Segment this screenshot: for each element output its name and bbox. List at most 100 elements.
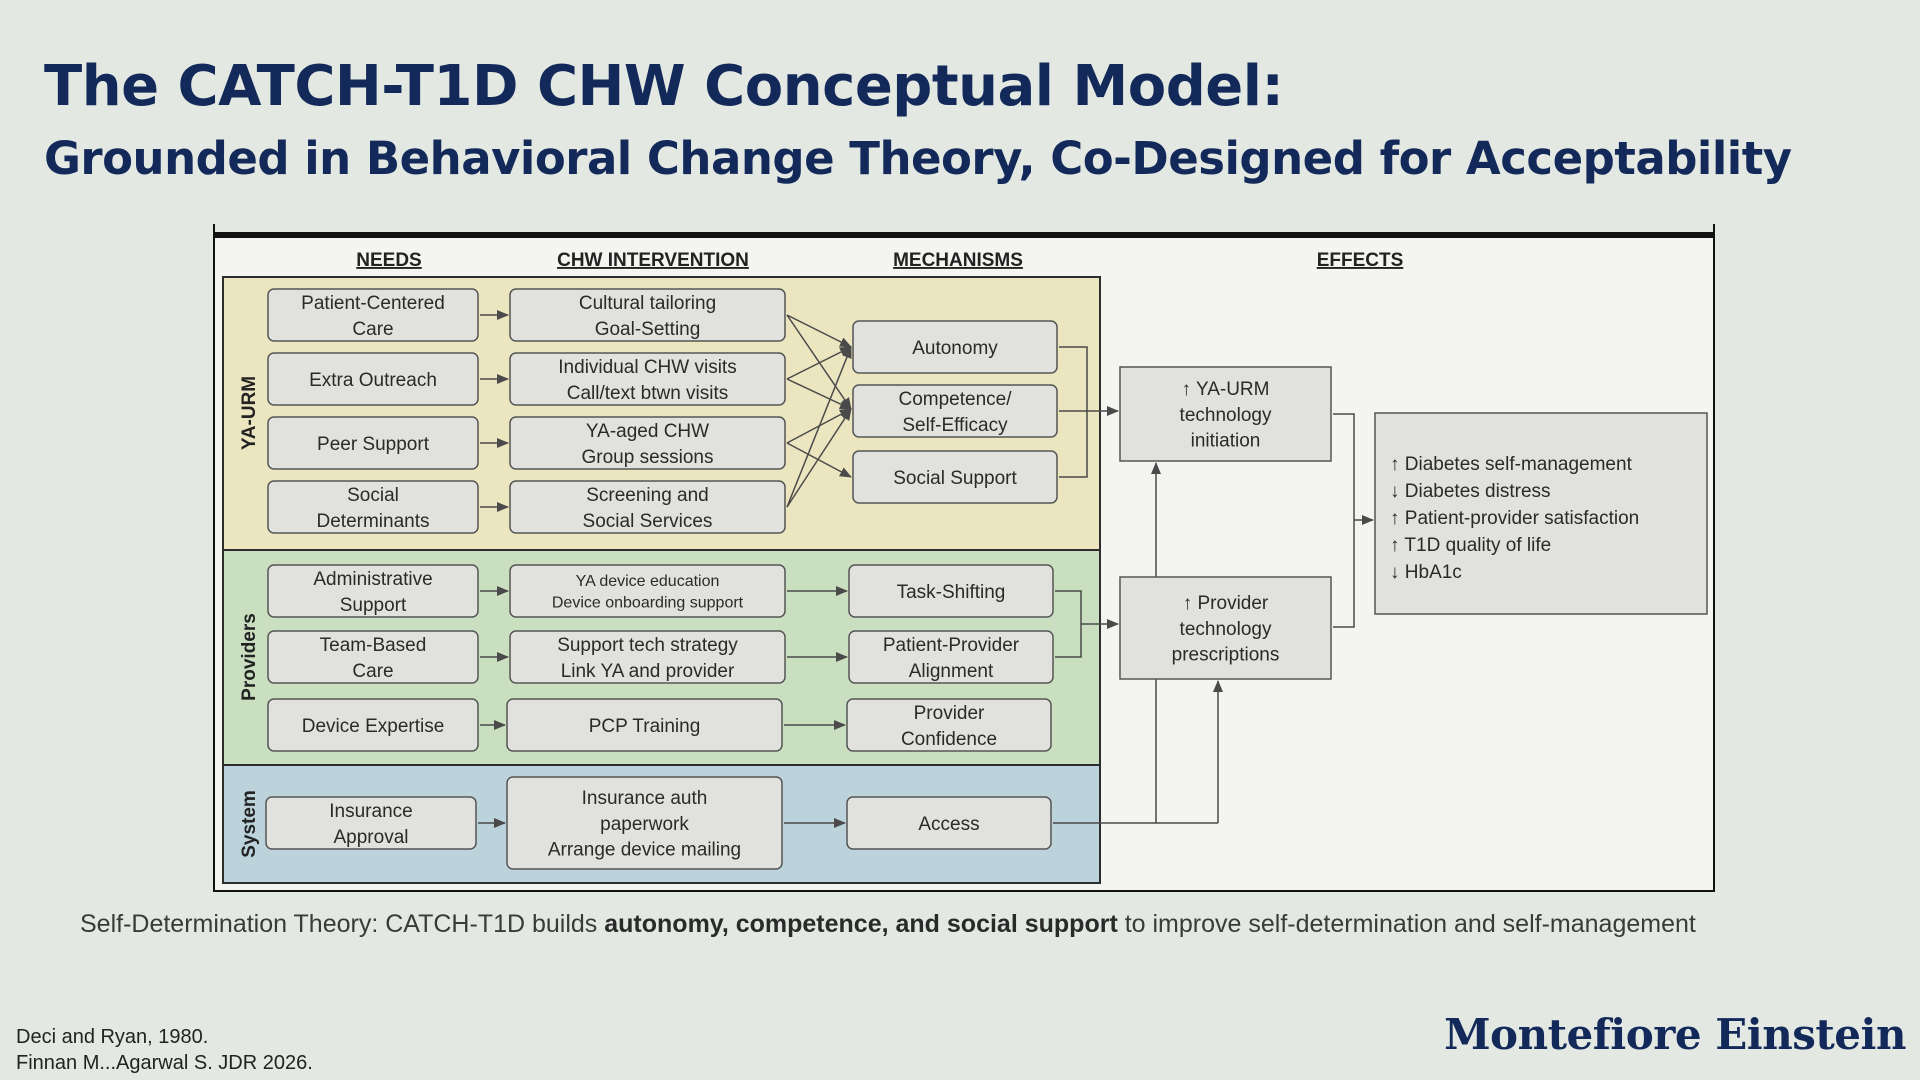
group-label-ya_urm: YA-URM bbox=[239, 376, 260, 450]
box-provider_confidence bbox=[846, 698, 1052, 752]
box-alignment bbox=[848, 630, 1054, 684]
label-social_determinants-1: Social bbox=[347, 485, 399, 506]
label-pcp_training-1: PCP Training bbox=[589, 716, 701, 737]
label-extra_outreach-1: Extra Outreach bbox=[309, 370, 437, 391]
label-access-1: Access bbox=[918, 814, 979, 835]
arrow-ya-aged-to-social-support bbox=[786, 442, 852, 478]
box-ya_initiation bbox=[1119, 366, 1332, 462]
label-patient_centered-1: Patient-Centered bbox=[301, 293, 445, 314]
label-administrative_support-2: Support bbox=[340, 595, 407, 616]
box-team_based bbox=[267, 630, 479, 684]
label-task_shifting-1: Task-Shifting bbox=[897, 582, 1006, 603]
label-insurance_approval-2: Approval bbox=[334, 827, 409, 848]
label-ya_device-1: YA device education bbox=[576, 573, 720, 590]
box-social_determinants bbox=[267, 480, 479, 534]
outcome-item-4: ↑ T1D quality of life bbox=[1390, 535, 1551, 556]
box-ya_aged bbox=[509, 416, 786, 470]
label-screening-1: Screening and bbox=[586, 485, 709, 506]
arrow-cultural-to-autonomy bbox=[786, 314, 852, 348]
label-patient_centered-2: Care bbox=[352, 319, 393, 340]
label-peer_support-1: Peer Support bbox=[317, 434, 430, 455]
label-ya_aged-1: YA-aged CHW bbox=[586, 421, 709, 442]
caption-text-start: Self-Determination Theory: CATCH-T1D bui… bbox=[80, 910, 605, 938]
header-needs: NEEDS bbox=[356, 250, 421, 271]
label-ya_device-2: Device onboarding support bbox=[552, 595, 744, 612]
box-patient_centered bbox=[267, 288, 479, 342]
label-individual_chw-1: Individual CHW visits bbox=[558, 357, 736, 378]
outcome-item-5: ↓ HbA1c bbox=[1390, 562, 1462, 583]
label-team_based-2: Care bbox=[352, 661, 393, 682]
box-support_tech bbox=[509, 630, 786, 684]
label-competence-1: Competence/ bbox=[898, 389, 1012, 410]
label-support_tech-1: Support tech strategy bbox=[557, 635, 738, 656]
label-support_tech-2: Link YA and provider bbox=[561, 661, 735, 682]
box-device_expertise bbox=[267, 698, 479, 752]
arrow-screening-to-autonomy bbox=[786, 346, 852, 508]
box-provider_prescriptions bbox=[1119, 576, 1332, 680]
caption-text-end: to improve self-determination and self-m… bbox=[1117, 910, 1696, 938]
label-insurance_auth-2: paperwork bbox=[600, 814, 689, 835]
label-administrative_support-1: Administrative bbox=[313, 569, 432, 590]
montefiore-einstein-logo: Montefiore Einstein bbox=[1444, 1010, 1906, 1059]
outcome-item-1: ↑ Diabetes self-management bbox=[1390, 454, 1633, 475]
box-peer_support bbox=[267, 416, 479, 470]
box-cultural bbox=[509, 288, 786, 342]
box-individual_chw bbox=[509, 352, 786, 406]
box-ya_device bbox=[509, 564, 786, 618]
label-ya_initiation-1: ↑ YA-URM bbox=[1182, 379, 1270, 400]
arrow-individual-to-autonomy bbox=[786, 346, 852, 380]
diagram-left-tick bbox=[213, 224, 215, 236]
box-administrative_support bbox=[267, 564, 479, 618]
arrow-individual-to-competence bbox=[786, 378, 852, 410]
group-label-system: System bbox=[239, 790, 260, 858]
header-effects: EFFECTS bbox=[1317, 250, 1404, 271]
label-ya_initiation-3: initiation bbox=[1191, 431, 1261, 452]
box-insurance_approval bbox=[265, 796, 477, 850]
label-insurance_approval-1: Insurance bbox=[329, 801, 412, 822]
box-pcp_training bbox=[506, 698, 783, 752]
box-insurance_auth bbox=[506, 776, 783, 870]
outcome-item-3: ↑ Patient-provider satisfaction bbox=[1390, 508, 1639, 529]
label-social_support-1: Social Support bbox=[893, 468, 1017, 489]
label-screening-2: Social Services bbox=[583, 511, 713, 532]
slide-subtitle: Grounded in Behavioral Change Theory, Co… bbox=[44, 132, 1792, 185]
label-provider_prescriptions-2: technology bbox=[1180, 619, 1272, 640]
label-insurance_auth-1: Insurance auth bbox=[582, 788, 708, 809]
theory-caption: Self-Determination Theory: CATCH-T1D bui… bbox=[80, 910, 1840, 939]
reference-deci-ryan: Deci and Ryan, 1980. bbox=[16, 1026, 209, 1048]
label-individual_chw-2: Call/text btwn visits bbox=[567, 383, 729, 404]
label-device_expertise-1: Device Expertise bbox=[302, 716, 445, 737]
label-provider_prescriptions-3: prescriptions bbox=[1172, 645, 1280, 666]
label-competence-2: Self-Efficacy bbox=[902, 415, 1008, 436]
arrow-cultural-to-competence bbox=[786, 314, 852, 410]
group-label-providers: Providers bbox=[239, 613, 260, 701]
label-alignment-2: Alignment bbox=[909, 661, 994, 682]
box-extra_outreach bbox=[267, 352, 479, 406]
label-provider_confidence-2: Confidence bbox=[901, 729, 997, 750]
header-mechanisms: MECHANISMS bbox=[893, 250, 1023, 271]
box-screening bbox=[509, 480, 786, 534]
label-cultural-1: Cultural tailoring bbox=[579, 293, 716, 314]
box-autonomy bbox=[852, 320, 1058, 374]
bracket-ya-mechanisms bbox=[1059, 346, 1088, 478]
outcome-item-2: ↓ Diabetes distress bbox=[1390, 481, 1551, 502]
diagram-top-rule bbox=[213, 232, 1715, 237]
box-access bbox=[846, 796, 1052, 850]
label-social_determinants-2: Determinants bbox=[317, 511, 430, 532]
box-competence bbox=[852, 384, 1058, 438]
label-autonomy-1: Autonomy bbox=[912, 338, 998, 359]
bracket-effects bbox=[1333, 413, 1355, 628]
slide-title: The CATCH-T1D CHW Conceptual Model: bbox=[44, 54, 1284, 119]
box-outcomes bbox=[1374, 412, 1708, 615]
caption-highlight: autonomy, competence, and social support bbox=[604, 910, 1118, 938]
label-provider_prescriptions-1: ↑ Provider bbox=[1183, 593, 1269, 614]
diagram-right-tick bbox=[1713, 224, 1715, 236]
label-team_based-1: Team-Based bbox=[320, 635, 427, 656]
box-task_shifting bbox=[848, 564, 1054, 618]
label-cultural-2: Goal-Setting bbox=[595, 319, 701, 340]
arrow-screening-to-competence bbox=[786, 408, 852, 508]
box-social_support bbox=[852, 450, 1058, 504]
label-alignment-1: Patient-Provider bbox=[883, 635, 1020, 656]
